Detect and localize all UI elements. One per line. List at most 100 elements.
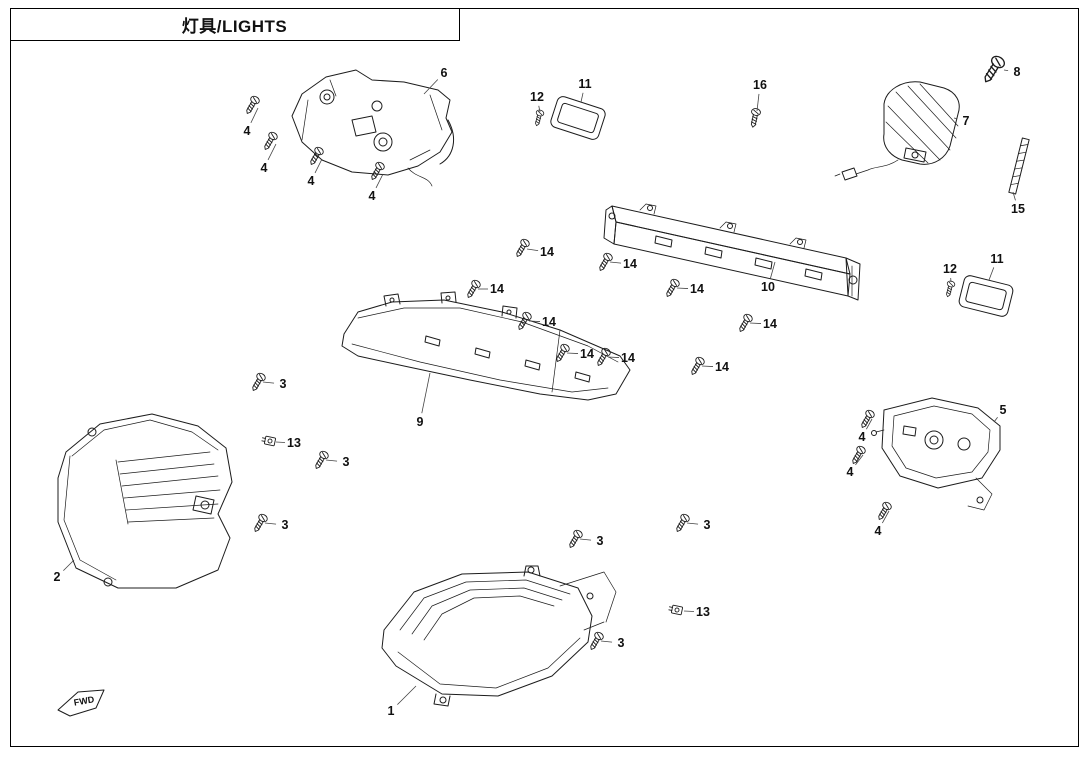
lamp-icon (548, 94, 608, 142)
callout-label-11: 11 (990, 252, 1003, 266)
callout-label-14: 14 (623, 257, 637, 271)
callout-leader-line (566, 352, 579, 354)
callout-label-3: 3 (704, 518, 711, 532)
bolt-icon (979, 53, 1008, 87)
callout-label-2: 2 (54, 570, 61, 584)
screw-icon (874, 500, 894, 523)
screw-icon (747, 107, 762, 129)
title-band: 灯具/LIGHTS (10, 8, 460, 41)
callout-label-3: 3 (280, 377, 287, 391)
callout-leader-line (609, 261, 622, 264)
part-6-drawing (291, 69, 455, 187)
callout-label-3: 3 (343, 455, 350, 469)
callout-leader-line (866, 418, 873, 430)
callout-label-4: 4 (261, 161, 268, 175)
callout-label-14: 14 (715, 360, 729, 374)
callout-label-13: 13 (287, 436, 301, 450)
callout-leader-line (264, 522, 277, 525)
page-border (10, 8, 1079, 747)
callout-leader-line (701, 365, 714, 367)
callout-label-3: 3 (597, 534, 604, 548)
part-1-drawing (381, 565, 617, 707)
callout-leader-line (686, 522, 699, 525)
callout-leader-line (375, 173, 384, 189)
callout-label-13: 13 (696, 605, 710, 619)
fwd-label: FWD (73, 694, 95, 707)
clip-icon (667, 603, 684, 616)
callout-label-4: 4 (847, 465, 854, 479)
callout-leader-line (1012, 191, 1016, 201)
page-title: 灯具/LIGHTS (181, 16, 288, 36)
callout-label-14: 14 (621, 351, 635, 365)
callout-label-14: 14 (763, 317, 777, 331)
callout-label-14: 14 (580, 347, 594, 361)
callout-label-11: 11 (578, 77, 591, 91)
callout-leader-line (600, 640, 613, 643)
callout-leader-line (770, 261, 776, 279)
callout-leader-line (397, 685, 417, 705)
screw-icon (857, 408, 877, 431)
callout-label-15: 15 (1011, 202, 1025, 216)
part-11-drawing-top (548, 94, 608, 142)
callout-label-4: 4 (244, 124, 251, 138)
callout-leader-line (262, 381, 275, 384)
screw-icon (367, 160, 387, 183)
callout-leader-line (325, 459, 338, 462)
callout-leader-line (749, 322, 762, 324)
screw-icon (242, 94, 262, 117)
fwd-flag: FWD (57, 689, 105, 717)
callout-leader-line (250, 107, 259, 124)
callout-leader-line (528, 320, 541, 322)
callout-label-4: 4 (875, 524, 882, 538)
callout-label-14: 14 (542, 315, 556, 329)
screw-icon (512, 237, 532, 260)
callout-label-3: 3 (282, 518, 289, 532)
part-5-drawing (871, 397, 1001, 511)
callout-leader-line (526, 248, 539, 252)
callout-label-7: 7 (963, 114, 970, 128)
callout-leader-line (953, 117, 958, 120)
callout-label-14: 14 (540, 245, 554, 259)
callout-leader-line (683, 610, 695, 612)
callout-leader-line (63, 559, 75, 571)
callout-leader-line (1003, 69, 1009, 72)
callout-leader-line (607, 356, 620, 358)
callout-label-14: 14 (490, 282, 504, 296)
callout-leader-line (579, 538, 592, 541)
screw-icon (943, 279, 956, 299)
screw-icon (848, 444, 868, 467)
callout-label-3: 3 (618, 636, 625, 650)
lamp-icon (957, 273, 1015, 319)
callout-label-5: 5 (1000, 403, 1007, 417)
callout-label-10: 10 (761, 280, 775, 294)
callout-leader-line (756, 93, 760, 112)
callout-label-4: 4 (308, 174, 315, 188)
callout-label-4: 4 (369, 189, 376, 203)
callout-label-9: 9 (417, 415, 424, 429)
screw-icon (532, 108, 545, 128)
callout-label-4: 4 (859, 430, 866, 444)
callout-label-16: 16 (753, 78, 767, 92)
callout-label-14: 14 (690, 282, 704, 296)
callout-leader-line (314, 158, 323, 174)
callout-leader-line (676, 287, 689, 289)
callout-leader-line (988, 267, 995, 281)
callout-leader-line (993, 416, 998, 423)
part-9-drawing (341, 291, 631, 401)
callout-leader-line (580, 92, 584, 103)
part-10-drawing (603, 203, 861, 301)
callout-label-12: 12 (943, 262, 957, 276)
part-2-drawing (57, 413, 233, 589)
part-11-drawing-right (957, 273, 1015, 319)
part-8-drawing (979, 53, 1008, 87)
callout-label-1: 1 (388, 704, 395, 718)
part-7-drawing (834, 81, 960, 181)
callout-leader-line (881, 510, 890, 524)
callout-label-12: 12 (530, 90, 544, 104)
callout-label-8: 8 (1014, 65, 1021, 79)
callout-leader-line (423, 79, 439, 95)
part-15-drawing (1008, 137, 1030, 195)
callout-leader-line (275, 441, 286, 443)
